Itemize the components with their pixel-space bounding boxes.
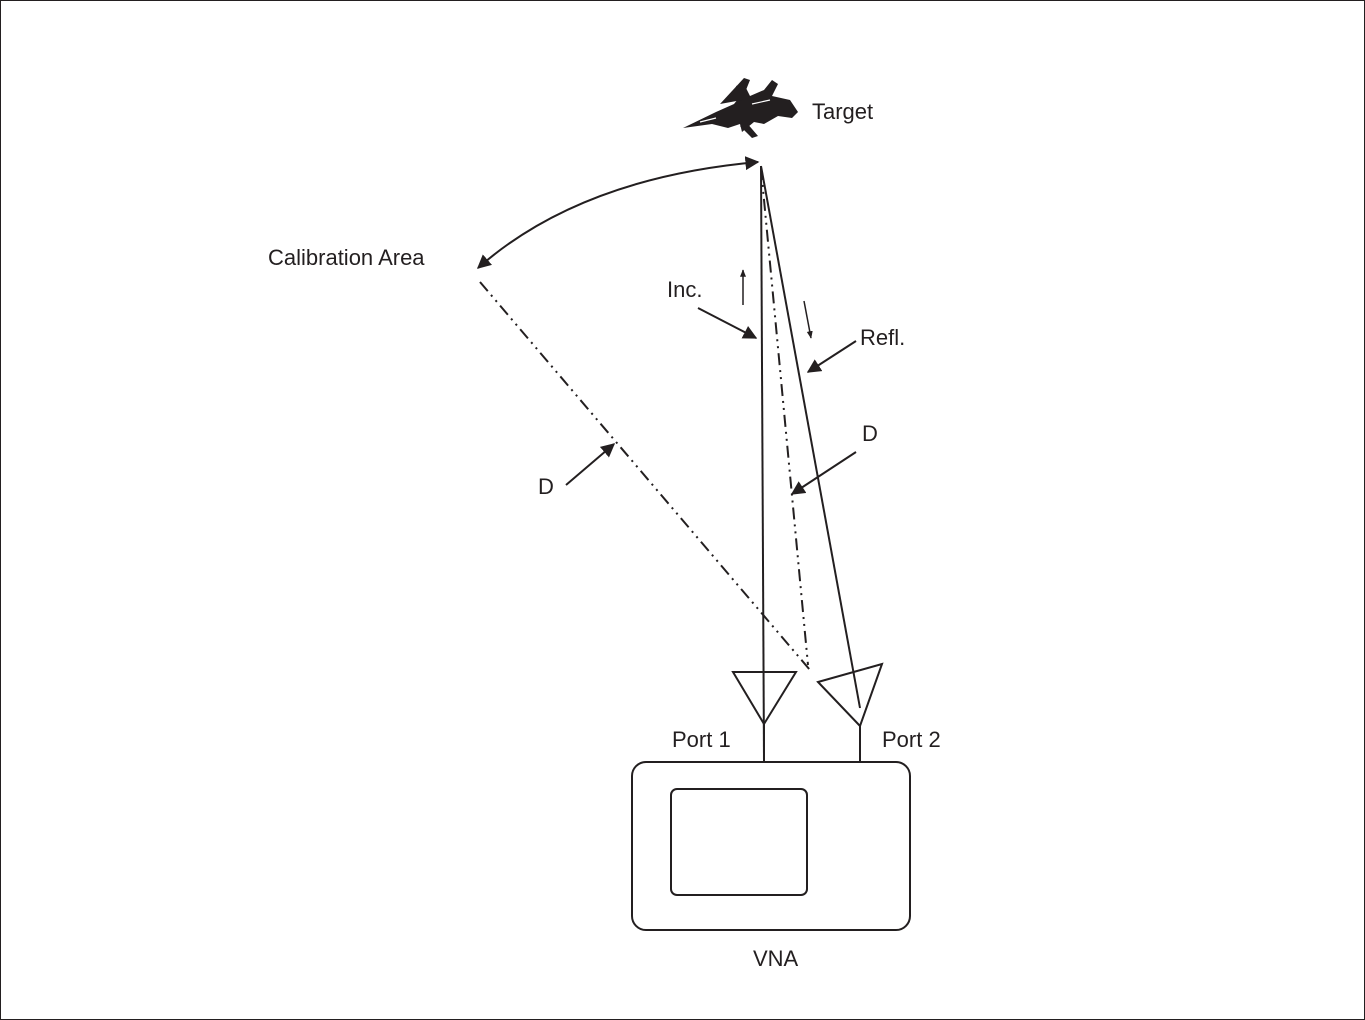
calibration-area-arc [476, 156, 760, 269]
calibration-area-label: Calibration Area [268, 245, 425, 270]
reflected-direction-arrow [803, 300, 813, 339]
calibration-distance-line [479, 281, 811, 671]
reflected-path [760, 165, 861, 709]
horn-antenna-icon [731, 671, 798, 762]
reflected-label: Refl. [860, 325, 905, 350]
distance-pointer-left [565, 443, 616, 486]
incident-path [760, 165, 765, 763]
vna-label: VNA [753, 946, 799, 971]
jet-aircraft-icon [683, 78, 798, 138]
distance-label-left: D [538, 474, 554, 499]
port2-label: Port 2 [882, 727, 941, 752]
target-distance-line [760, 167, 809, 666]
vna-screen [670, 788, 808, 896]
vna-instrument [631, 761, 911, 931]
incident-pointer-arrow [697, 307, 758, 339]
distance-label-right: D [862, 421, 878, 446]
target-label: Target [812, 99, 873, 124]
incident-label: Inc. [667, 277, 702, 302]
distance-pointer-right [790, 451, 857, 495]
horn-antenna-icon [816, 662, 884, 762]
port1-label: Port 1 [672, 727, 731, 752]
reflected-pointer-arrow [806, 340, 857, 373]
